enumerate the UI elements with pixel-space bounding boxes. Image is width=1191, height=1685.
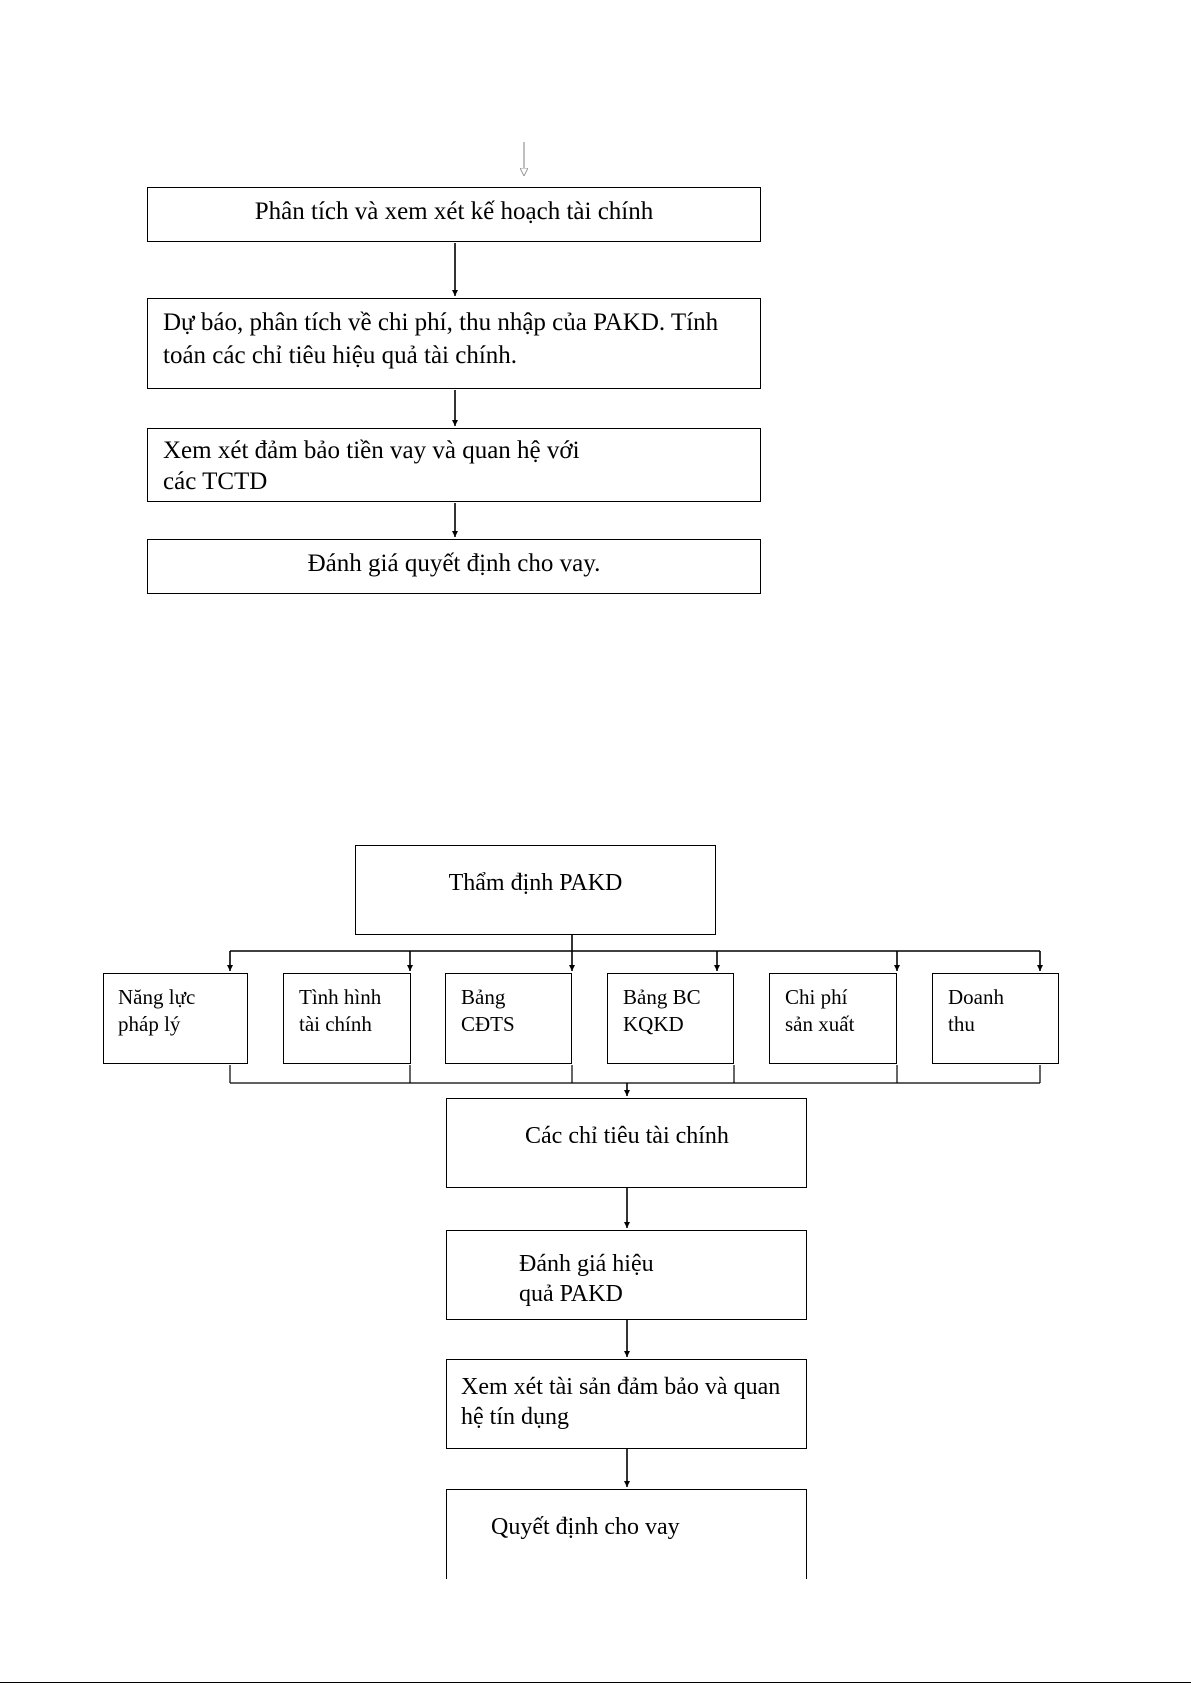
branch-balance-sheet: Bảng CĐTS bbox=[445, 973, 572, 1064]
flow1-step-analyze-plan: Phân tích và xem xét kế hoạch tài chính bbox=[147, 187, 761, 242]
flow2-step-financial-indicators: Các chỉ tiêu tài chính bbox=[446, 1098, 807, 1188]
flow2-step-loan-decision: Quyết định cho vay bbox=[446, 1489, 807, 1579]
flow2-root-appraisal: Thẩm định PAKD bbox=[355, 845, 716, 935]
flow1-step-decision: Đánh giá quyết định cho vay. bbox=[147, 539, 761, 594]
flow1-step-forecast: Dự báo, phân tích về chi phí, thu nhập c… bbox=[147, 298, 761, 389]
flow2-step-efficiency: Đánh giá hiệu quả PAKD bbox=[446, 1230, 807, 1320]
branch-financial-status: Tình hình tài chính bbox=[283, 973, 411, 1064]
page-bottom-rule bbox=[0, 1682, 1191, 1683]
flow2-step-collateral-credit: Xem xét tài sản đảm bảo và quan hệ tín d… bbox=[446, 1359, 807, 1449]
branch-income-statement: Bảng BCKQKD bbox=[607, 973, 734, 1064]
branch-production-cost: Chi phí sản xuất bbox=[769, 973, 897, 1064]
branch-revenue: Doanh thu bbox=[932, 973, 1059, 1064]
flow2-branch-connectors bbox=[227, 934, 1043, 971]
flow2-merge-connectors bbox=[229, 1065, 1041, 1096]
branch-legal-capacity: Năng lực pháp lý bbox=[103, 973, 248, 1064]
flow1-connectors bbox=[452, 142, 524, 537]
flow1-step-collateral: Xem xét đảm bảo tiền vay và quan hệ với … bbox=[147, 428, 761, 502]
